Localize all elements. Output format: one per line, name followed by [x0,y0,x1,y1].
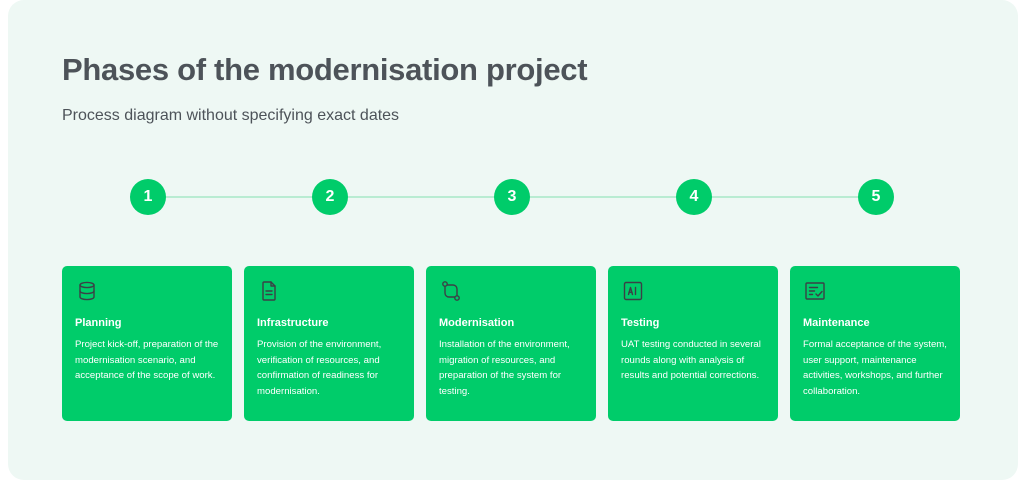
phase-description: Installation of the environment, migrati… [439,339,570,397]
migration-icon [439,279,463,303]
phase-title: Testing [621,317,660,329]
phase-title: Modernisation [439,317,515,329]
checklist-icon [803,279,827,303]
step-marker-4: 4 [676,179,712,215]
phase-description: UAT testing conducted in several rounds … [621,339,761,381]
ai-chip-icon [621,279,645,303]
phase-title: Maintenance [803,317,870,329]
step-marker-3: 3 [494,179,530,215]
document-icon [257,279,281,303]
phase-description: Formal acceptance of the system, user su… [803,339,947,397]
database-icon [75,279,99,303]
step-marker-1: 1 [130,179,166,215]
phase-description: Project kick-off, preparation of the mod… [75,339,219,381]
phase-card-infrastructure: Infrastructure Provision of the environm… [244,266,414,421]
phase-card-maintenance: Maintenance Formal acceptance of the sys… [790,266,960,421]
step-marker-5: 5 [858,179,894,215]
step-marker-2: 2 [312,179,348,215]
page-subtitle: Process diagram without specifying exact… [62,107,400,124]
phase-title: Infrastructure [257,317,329,329]
phase-card-planning: Planning Project kick-off, preparation o… [62,266,232,421]
phase-card-modernisation: Modernisation Installation of the enviro… [426,266,596,421]
phase-description: Provision of the environment, verificati… [257,339,382,397]
phase-card-testing: Testing UAT testing conducted in several… [608,266,778,421]
page-title: Phases of the modernisation project [62,52,588,87]
phase-title: Planning [75,317,122,329]
